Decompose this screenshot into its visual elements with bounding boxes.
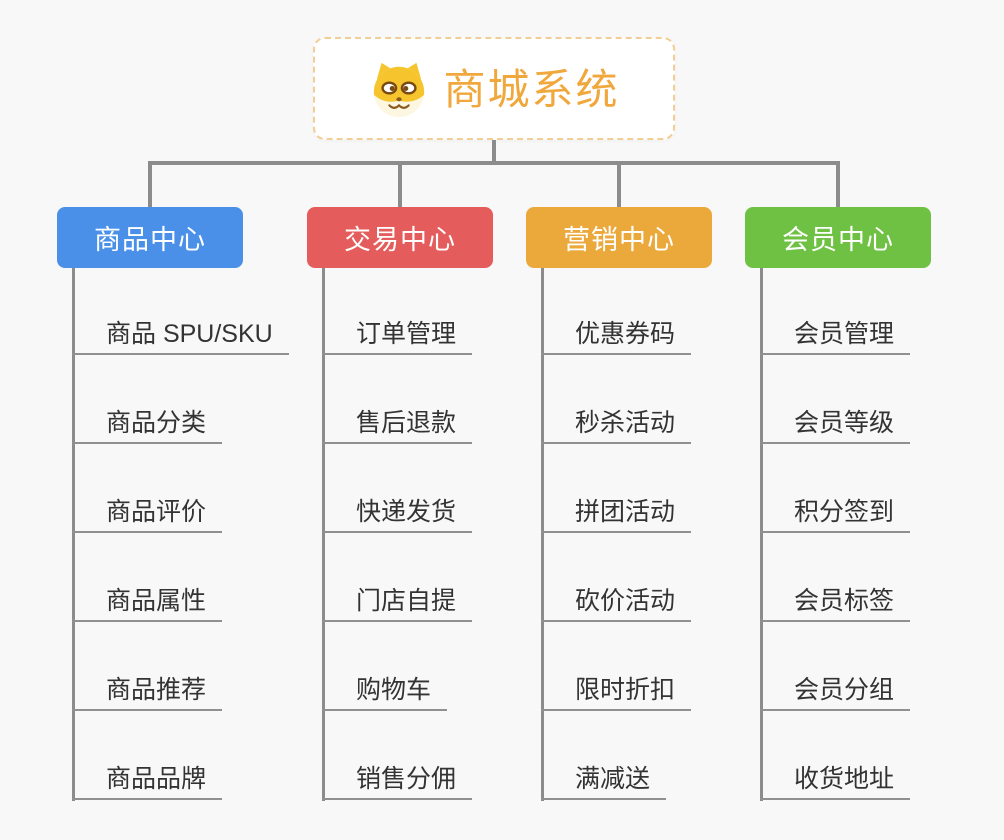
child-node[interactable]: 售后退款 bbox=[322, 408, 473, 444]
child-node[interactable]: 销售分佣 bbox=[322, 764, 473, 800]
child-node[interactable]: 积分签到 bbox=[760, 497, 911, 533]
child-node[interactable]: 商品评价 bbox=[72, 497, 223, 533]
child-node[interactable]: 商品属性 bbox=[72, 586, 223, 622]
child-connector-vertical-2 bbox=[541, 268, 544, 801]
child-node[interactable]: 优惠券码 bbox=[541, 319, 692, 355]
child-node[interactable]: 收货地址 bbox=[760, 764, 911, 800]
branch-label: 会员中心 bbox=[782, 225, 894, 255]
root-node[interactable]: 商城系统 bbox=[313, 37, 675, 140]
child-node[interactable]: 满减送 bbox=[541, 764, 667, 800]
branch-node-3[interactable]: 会员中心 bbox=[745, 207, 931, 268]
branch-label: 商品中心 bbox=[94, 225, 206, 255]
child-node[interactable]: 快递发货 bbox=[322, 497, 473, 533]
child-connector-vertical-3 bbox=[760, 268, 763, 801]
child-node[interactable]: 砍价活动 bbox=[541, 586, 692, 622]
branch-node-2[interactable]: 营销中心 bbox=[526, 207, 712, 268]
child-node[interactable]: 会员分组 bbox=[760, 675, 911, 711]
branch-connector-stub-1 bbox=[398, 161, 402, 207]
child-node[interactable]: 秒杀活动 bbox=[541, 408, 692, 444]
branch-label: 交易中心 bbox=[344, 225, 456, 255]
branch-connector-stub-2 bbox=[617, 161, 621, 207]
branch-node-1[interactable]: 交易中心 bbox=[307, 207, 493, 268]
branch-connector-stub-3 bbox=[836, 161, 840, 207]
branch-connector-stub-0 bbox=[148, 161, 152, 207]
child-connector-vertical-1 bbox=[322, 268, 325, 801]
child-node[interactable]: 商品 SPU/SKU bbox=[72, 319, 289, 355]
child-node[interactable]: 购物车 bbox=[322, 675, 448, 711]
child-node[interactable]: 会员管理 bbox=[760, 319, 911, 355]
child-node[interactable]: 会员等级 bbox=[760, 408, 911, 444]
root-connector-stub bbox=[492, 140, 496, 165]
root-title: 商城系统 bbox=[443, 65, 620, 113]
child-node[interactable]: 商品分类 bbox=[72, 408, 223, 444]
child-connector-vertical-0 bbox=[72, 268, 75, 801]
dog-face-icon bbox=[368, 60, 430, 118]
child-node[interactable]: 拼团活动 bbox=[541, 497, 692, 533]
branch-label: 营销中心 bbox=[563, 225, 675, 255]
child-node[interactable]: 会员标签 bbox=[760, 586, 911, 622]
child-node[interactable]: 限时折扣 bbox=[541, 675, 692, 711]
child-node[interactable]: 商品推荐 bbox=[72, 675, 223, 711]
child-node[interactable]: 订单管理 bbox=[322, 319, 473, 355]
branch-node-0[interactable]: 商品中心 bbox=[57, 207, 243, 268]
child-node[interactable]: 商品品牌 bbox=[72, 764, 223, 800]
branch-connector-horizontal bbox=[148, 161, 840, 165]
child-node[interactable]: 门店自提 bbox=[322, 586, 473, 622]
